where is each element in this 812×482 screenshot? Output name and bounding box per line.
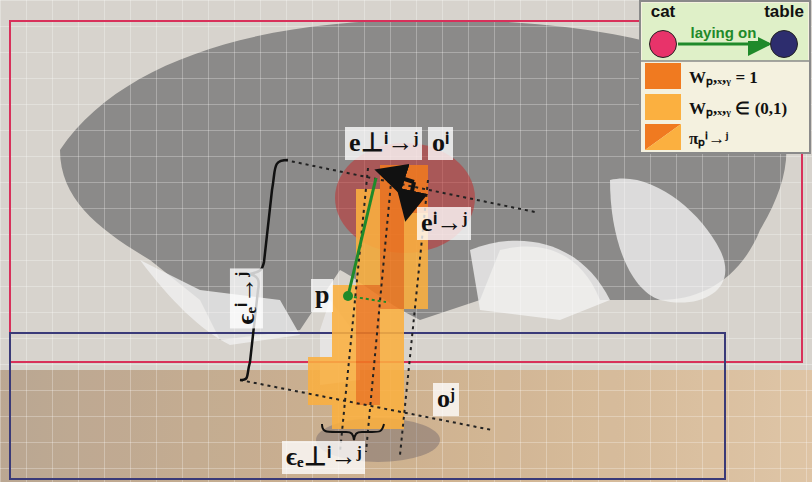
- entity-circle: [649, 30, 677, 58]
- entity-name: cat: [641, 2, 685, 22]
- legend-swatch: [645, 94, 681, 120]
- legend-row: Wₚ,ₓ,ᵧ ∈ (0,1): [645, 94, 787, 120]
- entity-node: table: [760, 2, 808, 60]
- relation-label: laying on: [689, 24, 759, 41]
- entity-circle: [770, 30, 798, 58]
- math-label: oⁱ: [428, 127, 453, 160]
- entity-node: cat: [641, 2, 685, 60]
- math-label: eⁱ→ʲ: [417, 207, 471, 240]
- legend-row: πₚⁱ→ʲ: [645, 124, 728, 150]
- math-label: ϵₑ⊥ⁱ→ʲ: [282, 441, 365, 474]
- math-label: e⊥ⁱ→ʲ: [345, 127, 422, 160]
- math-label: p: [311, 279, 333, 312]
- legend-text: Wₚ,ₓ,ᵧ = 1: [689, 65, 758, 88]
- legend-swatch: [645, 63, 681, 89]
- legend-text: πₚⁱ→ʲ: [689, 126, 728, 149]
- math-label: oʲ: [433, 383, 459, 416]
- split-swatch: [645, 124, 681, 150]
- legend-text: Wₚ,ₓ,ᵧ ∈ (0,1): [689, 96, 787, 119]
- math-label: ϵₑⁱ→ʲ: [230, 268, 263, 328]
- legend-row: Wₚ,ₓ,ᵧ = 1: [645, 63, 758, 89]
- relation-arrow: [678, 43, 769, 46]
- legend-swatch: [645, 124, 681, 150]
- entity-name: table: [760, 2, 808, 22]
